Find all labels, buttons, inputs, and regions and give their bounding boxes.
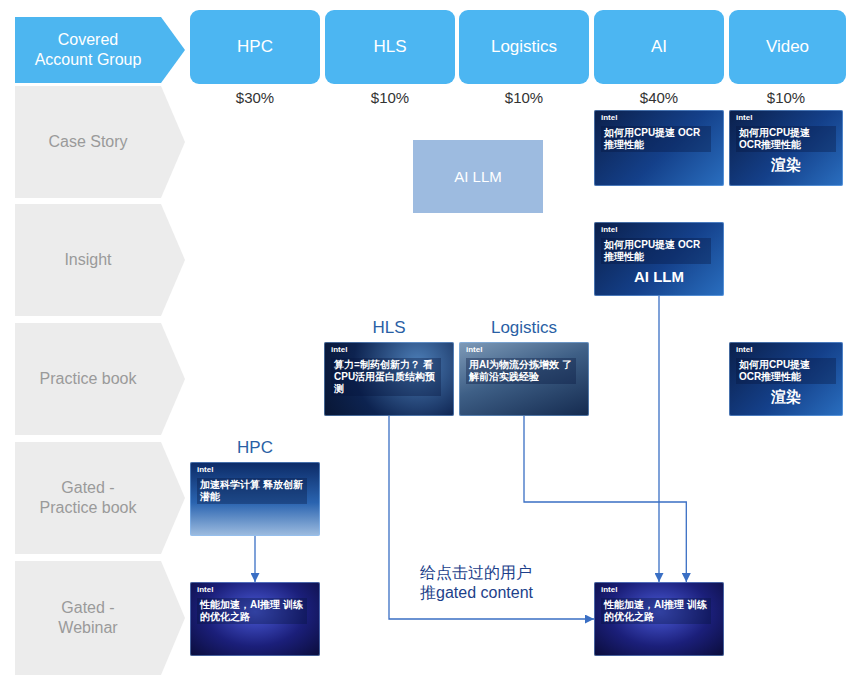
group-box: HPC — [190, 10, 320, 84]
chevron-shape — [15, 17, 185, 83]
thumbnail-title: 性能加速，AI推理 训练的优化之路 — [197, 598, 307, 624]
group-box: HLS — [325, 10, 455, 84]
row-header: Case Story — [15, 86, 185, 198]
node-body: Logistics — [459, 10, 589, 84]
brand-logo: intel — [736, 114, 752, 123]
node-label: Covered Account Group — [29, 30, 147, 70]
budget-share: $30% — [190, 89, 320, 107]
topic-box: AI LLM — [413, 140, 543, 213]
chevron-outline — [15, 204, 185, 316]
thumbnail-title: 如何用CPU提速 OCR推理性能 — [736, 126, 836, 152]
node-body: Covered Account Group — [15, 17, 185, 83]
node-label: Gated - Practice book — [33, 478, 143, 518]
node-body: intel 算力=制药创新力？ 看CPU活用蛋白质结构预测 — [324, 342, 454, 416]
brand-logo: intel — [601, 226, 617, 235]
flow-arrow — [658, 296, 659, 582]
webinar-thumbnail: intel 性能加速，AI推理 训练的优化之路 — [190, 582, 320, 656]
brand-logo: intel — [466, 346, 482, 355]
node-label: Insight — [33, 250, 143, 270]
group-box: AI — [594, 10, 724, 84]
node-body: intel 性能加速，AI推理 训练的优化之路 — [190, 582, 320, 656]
budget-share: $10% — [729, 89, 843, 107]
brand-logo: intel — [736, 346, 752, 355]
flow-arrow — [524, 416, 686, 582]
brand-logo: intel — [601, 114, 617, 123]
row-header: Covered Account Group — [15, 17, 185, 83]
chevron-outline — [15, 561, 185, 675]
node-body: Video — [729, 10, 846, 84]
overlay-text: AI LLM — [634, 268, 684, 286]
thumbnail-title: 算力=制药创新力？ 看CPU活用蛋白质结构预测 — [331, 358, 441, 396]
node-body: Insight — [15, 204, 185, 316]
node-body: HPC — [190, 10, 320, 84]
row-header: Gated - Webinar — [15, 561, 185, 675]
chevron-shape — [15, 442, 185, 554]
thumbnail-heading: HLS — [314, 318, 464, 338]
node-body: Gated - Practice book — [15, 442, 185, 554]
group-box: Logistics — [459, 10, 589, 84]
node-body: intel 加速科学计算 释放创新潜能 — [190, 462, 320, 536]
connector-group — [255, 296, 686, 619]
chevron-shape — [15, 561, 185, 675]
node-body: intel 性能加速，AI推理 训练的优化之路 — [594, 582, 724, 656]
flow-arrow — [254, 536, 255, 582]
brand-logo: intel — [601, 586, 617, 595]
overlay-text: 渲染 — [771, 388, 801, 406]
node-body: AI — [594, 10, 724, 84]
node-label: Case Story — [33, 132, 143, 152]
node-label: AI — [651, 37, 667, 57]
chevron-outline — [15, 323, 185, 435]
budget-share: $40% — [594, 89, 724, 107]
chevron-outline — [15, 442, 185, 554]
content-thumbnail: intel 如何用CPU提速 OCR推理性能渲染 — [729, 342, 843, 416]
thumbnail-title: 如何用CPU提速 OCR推理性能 — [736, 358, 836, 384]
node-body: Gated - Webinar — [15, 561, 185, 675]
node-label: HLS — [373, 37, 406, 57]
node-label: AI LLM — [454, 168, 502, 186]
content-thumbnail: intel算力=制药创新力？ 看CPU活用蛋白质结构预测HLS — [324, 342, 454, 416]
node-body: intel 如何用CPU提速 OCR推理性能渲染 — [729, 110, 843, 186]
content-thumbnail: intel 如何用CPU提速 OCR推理性能 AI LLM — [594, 222, 724, 296]
flow-arrow — [389, 416, 594, 619]
node-label: Practice book — [33, 369, 143, 389]
brand-logo: intel — [331, 346, 347, 355]
thumbnail-title: 用AI为物流分拣增效 了解前沿实践经验 — [466, 358, 576, 384]
group-box: Video — [729, 10, 846, 84]
node-body: intel 如何用CPU提速 OCR推理性能 — [594, 110, 724, 186]
thumbnail-title: 如何用CPU提速 OCR推理性能 — [601, 238, 711, 264]
node-body: HLS — [325, 10, 455, 84]
node-label: HPC — [237, 37, 273, 57]
node-label: Logistics — [491, 37, 557, 57]
thumbnail-heading: Logistics — [449, 318, 599, 338]
chevron-outline — [15, 17, 185, 83]
node-label: Gated - Webinar — [33, 598, 143, 638]
overlay-text: 渲染 — [771, 156, 801, 174]
chevron-outline — [15, 86, 185, 198]
thumbnail-title: 如何用CPU提速 OCR推理性能 — [601, 126, 711, 152]
brand-logo: intel — [197, 466, 213, 475]
node-body: Practice book — [15, 323, 185, 435]
thumbnail-heading: HPC — [180, 438, 330, 458]
row-header: Gated - Practice book — [15, 442, 185, 554]
annotation-note: 给点击过的用户 推gated content — [420, 563, 546, 603]
node-body: Case Story — [15, 86, 185, 198]
thumbnail-title: 加速科学计算 释放创新潜能 — [197, 478, 307, 504]
content-thumbnail: intel 如何用CPU提速 OCR推理性能渲染 — [729, 110, 843, 186]
content-thumbnail: intel加速科学计算 释放创新潜能HPC — [190, 462, 320, 536]
budget-share: $10% — [459, 89, 589, 107]
node-label: Video — [766, 37, 809, 57]
row-header: Practice book — [15, 323, 185, 435]
webinar-thumbnail: intel 性能加速，AI推理 训练的优化之路 — [594, 582, 724, 656]
node-body: intel 用AI为物流分拣增效 了解前沿实践经验 — [459, 342, 589, 416]
budget-share: $10% — [325, 89, 455, 107]
thumbnail-title: 性能加速，AI推理 训练的优化之路 — [601, 598, 711, 624]
content-thumbnail: intel 如何用CPU提速 OCR推理性能 — [594, 110, 724, 186]
row-header: Insight — [15, 204, 185, 316]
content-thumbnail: intel用AI为物流分拣增效 了解前沿实践经验Logistics — [459, 342, 589, 416]
brand-logo: intel — [197, 586, 213, 595]
node-body: AI LLM — [413, 140, 543, 213]
node-body: intel 如何用CPU提速 OCR推理性能渲染 — [729, 342, 843, 416]
node-body: intel 如何用CPU提速 OCR推理性能 AI LLM — [594, 222, 724, 296]
